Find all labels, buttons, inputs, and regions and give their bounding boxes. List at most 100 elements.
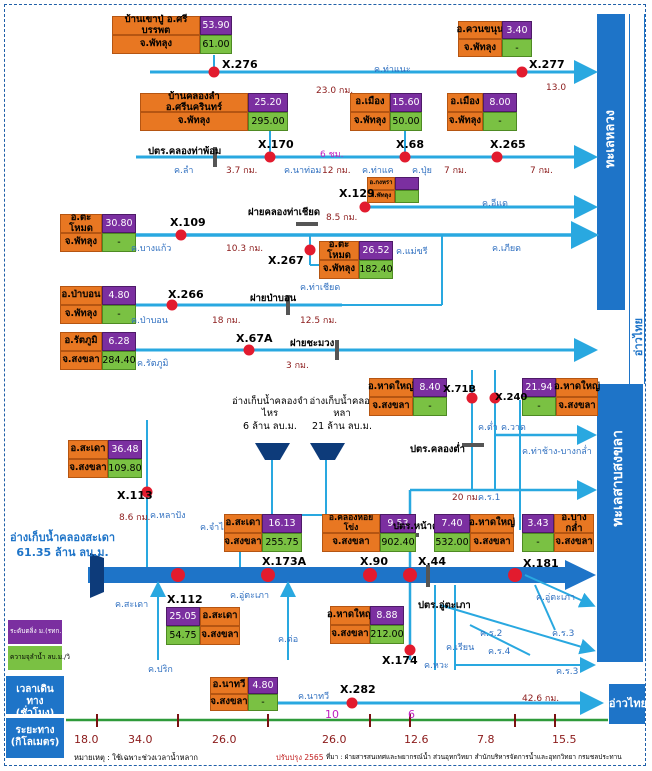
reg-label-khlongtam: ปตร.คลองต่ำ [410,444,465,455]
dist-r4: 10.3 กม. [226,244,264,254]
river-r4-maekhri: ค.แม่ขรี [396,247,428,257]
station-x68 [399,151,411,163]
songkhla-lake-bar [597,384,643,662]
label-x277: X.277 [529,58,565,71]
station-x71b [466,392,478,404]
reg-label-thaphom: ปตร.คลองท่าพ้อม [148,146,222,157]
river-lower-i: ค.ร.3 [552,629,575,639]
seg-7: 15.5 [552,733,577,746]
dist-r7: 42.6 กม. [522,694,560,704]
gulf-box [609,684,645,724]
river-r2-d: ค.ปุ่ย [412,166,432,176]
label-x173a: X.173A [262,555,307,568]
diag-3 [524,574,596,608]
seg-2: 34.0 [128,733,153,746]
label-x265: X.265 [490,138,526,151]
reg-thaphom [213,147,217,167]
legend-label-2: ความจุลำน้ำ ลบ.ม./วิ [10,653,70,661]
dist-r5-2: 12.5 กม. [300,316,338,326]
river-lower-k: ค.ร.3 [556,667,579,677]
label-x240: X.240 [495,392,528,403]
river-lower-h: ค.ร.2 [480,629,503,639]
river-r6: ค.รัตภูมิ [137,359,169,369]
box-row3-small: อ.กงหรา จ.พัทลุง [367,177,419,203]
station-x112 [171,568,185,582]
dist-main-20: 20 กม. [452,493,481,503]
river-lower-f: ค.ปริก [148,665,173,675]
reg-thachiat [296,222,318,226]
box-x71b: อ.หาดใหญ่8.40 จ.สงขลา- [368,378,447,416]
station-x282 [346,697,358,709]
gulf-strip [629,14,645,384]
seg-6: 7.8 [477,733,495,746]
river-main-d: ค.ท่าช้าง-บางกล่ำ [522,447,592,457]
label-x44: X.44 [418,555,446,568]
river-r7: ค.นาทวี [298,692,330,702]
label-x181: X.181 [523,557,559,570]
label-x129: X.129 [339,187,375,200]
label-x276: X.276 [222,58,258,71]
label-x67a: X.67A [236,332,273,345]
label-x282: X.282 [340,683,376,696]
river-lower-l: ค.เรียน [446,643,475,653]
seg-1: 18.0 [74,733,99,746]
river-khlongtam: ค.ต่ำ [478,423,498,433]
reservoir-1-shape [255,443,290,460]
river-r2-b: ค.นาท่อม [284,166,322,176]
reg-label-paabon: ฝายป่าบอน [250,293,297,304]
label-x71b: X.71B [443,384,477,395]
time-1: 10 [325,708,339,721]
reg-label-thachiat: ฝายคลองท่าเชียด [248,207,321,218]
reg-khlongtam [462,443,484,447]
reg-label-utaphao: ปตร.อู่ตะเภา [418,600,471,611]
reg-utaphao [426,565,430,587]
reservoir-2-shape [310,443,345,460]
river-r4-a: ค.บางแก้ว [131,244,172,254]
footer-source: ที่มา : ฝ่ายสารสนเทศและพยากรณ์น้ำ ส่วนอุ… [326,753,622,761]
dist-r2-5: 7 กม. [530,166,553,176]
label-x267: X.267 [268,254,304,267]
reservoir-dam [90,553,104,598]
river-lower-g: ค.อู่ตะเภา [536,593,576,603]
station-x173a [261,568,275,582]
dist-r2-3: 12 กม. [322,166,351,176]
reg-label-chamuang: ฝายชะมวง [290,338,335,349]
diag-1 [439,604,596,655]
legend-dist-label: ระยะทาง (กิโลเมตร) [10,725,60,748]
station-x109 [175,229,187,241]
river-main-c: ค.อู่ตะเภา [230,591,270,601]
station-x240 [489,392,501,404]
legend-box-2 [8,646,62,670]
gulf-label: อ่าวไทย [608,697,648,710]
seg-3: 26.0 [212,733,237,746]
reg-label-nakhuan: ปตร.หน้าควน [393,521,451,532]
river-main-e: ค.ร.1 [478,493,501,503]
legend-label-1: ระดับตลิ่ง ม.(รทก.) [10,627,64,635]
river-r1: ค.ท่าแนะ [374,65,411,75]
station-x267 [304,244,316,256]
station-x174 [404,644,416,656]
diag-2 [469,624,531,656]
main-trunk-arrow [565,560,596,590]
box-row7: อ.นาทวี4.80 จ.สงขลา- [210,677,278,711]
legend-dist-box [6,718,64,758]
station-x266 [166,299,178,311]
dist-r1-1: 23.0 กม. [316,86,354,96]
station-x170 [264,151,276,163]
label-x90: X.90 [360,555,388,568]
dist-r2-1: 3.7 กม. [226,166,258,176]
